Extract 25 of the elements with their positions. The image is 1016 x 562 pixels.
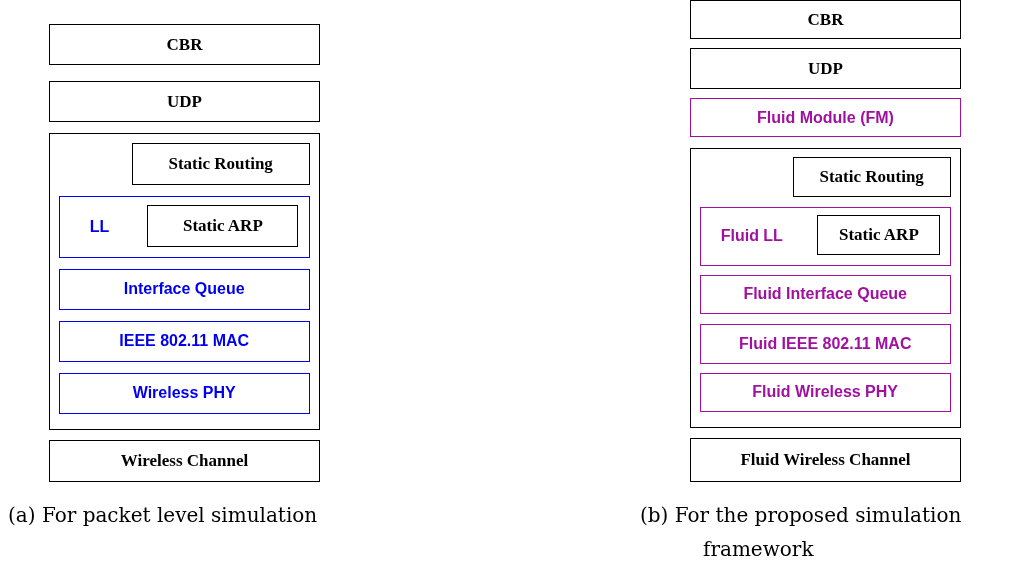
layer-box: Static Routing [792, 156, 951, 197]
node-container-box [49, 133, 320, 430]
figure-caption: (a) For packet level simulation [8, 502, 319, 529]
layer-box: CBR [690, 0, 961, 39]
layer-box: Static Routing [131, 142, 310, 185]
layer-box: Fluid Module (FM) [690, 98, 961, 137]
layer-box: Fluid Wireless Channel [690, 438, 961, 482]
layer-box: UDP [49, 81, 320, 122]
layer-box: Static ARP [817, 215, 941, 256]
layer-box: UDP [690, 48, 961, 89]
layer-box: Fluid Interface Queue [699, 274, 951, 314]
layer-label: Fluid LL [720, 226, 783, 247]
layer-box: Wireless PHY [58, 372, 310, 414]
layer-box: Fluid Wireless PHY [699, 372, 951, 412]
layer-box: IEEE 802.11 MAC [58, 320, 310, 362]
layer-box [58, 195, 310, 258]
layer-box: Static ARP [147, 205, 299, 248]
layer-box: CBR [49, 24, 320, 65]
figure-caption: (b) For the proposed simulation framework [640, 502, 963, 562]
layer-box [699, 206, 951, 266]
node-container-box [690, 148, 961, 428]
layer-box: Wireless Channel [49, 440, 320, 482]
layer-box: Fluid IEEE 802.11 MAC [699, 323, 951, 364]
layer-label: LL [89, 216, 110, 237]
layer-box: Interface Queue [58, 268, 310, 310]
